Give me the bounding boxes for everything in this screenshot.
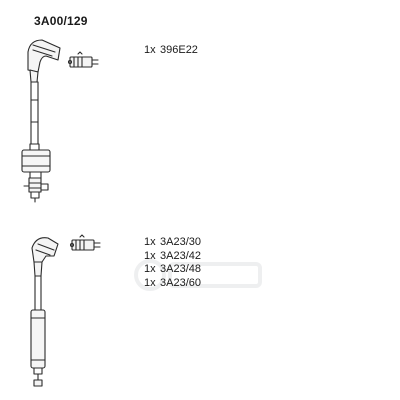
part-code: 396E22 (160, 44, 198, 56)
part-quantity: 1x (144, 44, 156, 56)
part-code: 3A23/30 (160, 236, 201, 248)
cable-lead-1 (29, 81, 40, 151)
part-quantity: 1x (144, 263, 156, 275)
distributor-boot-1 (21, 149, 51, 179)
terminal-connector-1 (23, 177, 49, 203)
part-row: 1x 3A23/48 (144, 263, 201, 277)
cable-lead-2 (34, 275, 42, 311)
terminal-clip-2 (69, 234, 101, 251)
part-code: 3A23/60 (160, 276, 201, 289)
part-code: 3A23/48 (160, 263, 201, 275)
straight-boot-lead-2 (30, 309, 46, 387)
part-code: 3A23/42 (160, 249, 201, 262)
part-row: 1x 3A23/30 (144, 236, 201, 250)
part-row: 1x 396E22 (144, 44, 198, 58)
part-row: 1x 3A23/42 (144, 250, 201, 264)
part-number-title: 3A00/129 (34, 14, 88, 28)
parts-list-lead-2: 1x 3A23/30 1x 3A23/42 1x 3A23/48 1x 3A23… (144, 236, 201, 290)
angled-boot-lead-2 (31, 237, 59, 277)
part-quantity: 1x (144, 249, 156, 262)
angled-boot-lead-1 (27, 39, 61, 83)
parts-list-lead-1: 1x 396E22 (144, 44, 198, 58)
part-quantity: 1x (144, 276, 156, 289)
part-quantity: 1x (144, 236, 156, 248)
brand-logo-watermark-icon (134, 259, 262, 291)
part-row: 1x 3A23/60 (144, 277, 201, 291)
terminal-clip-1 (67, 51, 99, 68)
